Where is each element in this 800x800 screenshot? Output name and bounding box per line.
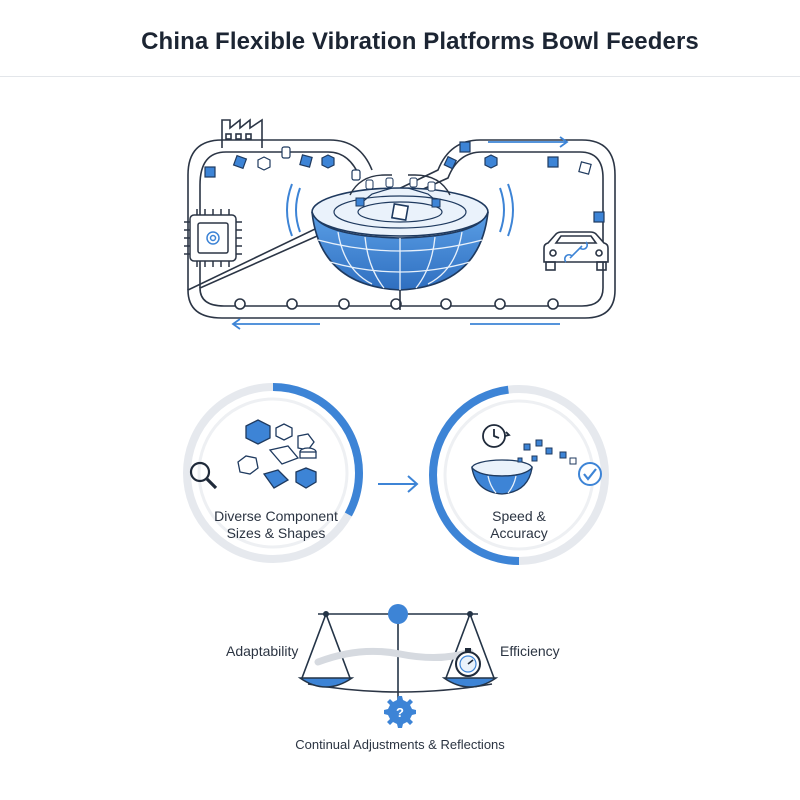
right-pan-strings — [445, 613, 495, 679]
continual-adjustments-label: Continual Adjustments & Reflections — [295, 737, 505, 752]
label-line-2: Sizes & Shapes — [226, 525, 326, 541]
progress-arc — [183, 383, 363, 563]
flying-parts-icon — [517, 439, 577, 465]
mini-bowl-icon — [471, 459, 533, 495]
left-pan-strings — [301, 613, 351, 679]
label-line-1: Diverse Component — [214, 508, 338, 524]
progress-arc — [429, 385, 609, 565]
factory-icon — [221, 118, 263, 148]
gear-question-mark: ? — [396, 705, 404, 720]
left-pan — [297, 677, 355, 688]
label-line-2: Accuracy — [490, 525, 548, 541]
label-line-1: Speed & — [492, 508, 546, 524]
processor-chip-icon — [184, 209, 242, 267]
efficiency-label: Efficiency — [500, 643, 560, 659]
belt-rollers — [234, 298, 559, 310]
balance-scale: ? — [297, 604, 499, 728]
adaptability-label: Adaptability — [226, 643, 299, 659]
gear-question-icon: ? — [384, 696, 416, 728]
check-circle-icon — [578, 462, 602, 486]
bowl-feeder — [311, 174, 489, 310]
flow-arrow-top — [488, 136, 569, 148]
right-pan — [441, 677, 499, 688]
speed-accuracy-circle — [429, 385, 609, 565]
parts-on-belt — [204, 141, 605, 223]
page-title: China Flexible Vibration Platforms Bowl … — [141, 28, 699, 55]
vibration-waves — [286, 183, 514, 237]
component-shapes-icon — [237, 419, 317, 489]
clock-icon — [482, 424, 511, 448]
stopwatch-icon — [455, 648, 481, 677]
right-arrow-icon — [378, 475, 419, 493]
scale-pivot — [388, 604, 408, 624]
title-divider — [0, 76, 800, 77]
diverse-components-circle — [183, 383, 363, 563]
diverse-components-label: Diverse Component Sizes & Shapes — [196, 508, 356, 542]
flow-arrow-bottom — [231, 318, 560, 330]
speed-accuracy-label: Speed & Accuracy — [444, 508, 594, 542]
balance-ribbon — [314, 647, 474, 666]
magnifier-icon — [189, 461, 218, 490]
car-service-icon — [543, 231, 609, 271]
